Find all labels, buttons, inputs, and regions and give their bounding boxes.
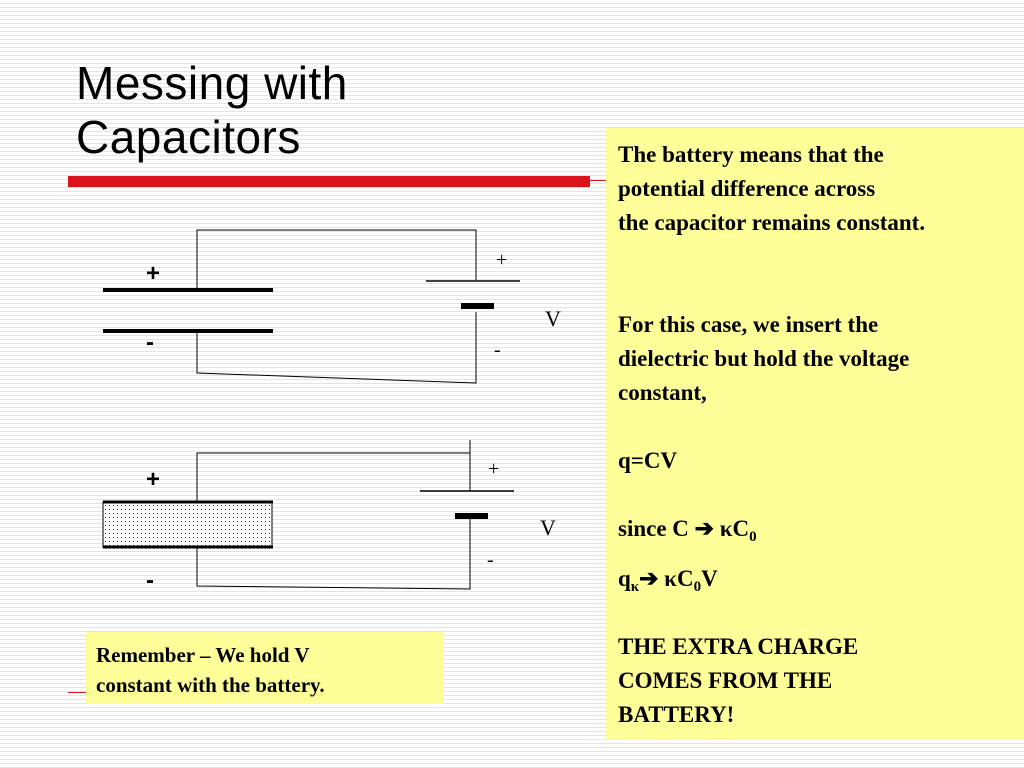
top-circuit-lower-wire bbox=[196, 312, 477, 384]
case-line-2: dielectric but hold the voltage bbox=[618, 346, 910, 371]
arrow-icon: ➔ bbox=[694, 516, 714, 541]
arrow-icon: ➔ bbox=[639, 566, 659, 591]
bottom-circuit-upper-wire bbox=[196, 452, 471, 502]
subscript-zero: 0 bbox=[693, 579, 702, 595]
bottom-capacitor-minus-sign: - bbox=[146, 567, 154, 594]
circuit-diagram: + - + - V + - + - V bbox=[102, 229, 561, 594]
subscript-zero: 0 bbox=[749, 529, 757, 545]
explanation-line-2: potential difference across bbox=[618, 176, 876, 201]
conclusion-line-1: THE EXTRA CHARGE bbox=[618, 634, 859, 659]
formula-charge-change: qκ➔ κC0V bbox=[618, 562, 1012, 596]
slide-title: Messing with Capacitors bbox=[76, 56, 348, 164]
title-accent-line bbox=[590, 180, 610, 181]
top-battery-minus-sign: - bbox=[494, 339, 501, 361]
title-line-1: Messing with bbox=[76, 57, 348, 109]
kappa-symbol: κ bbox=[664, 566, 677, 591]
title-line-2: Capacitors bbox=[76, 111, 301, 163]
capacitance-symbol: C bbox=[732, 516, 750, 541]
bottom-circuit-lower-wire bbox=[196, 516, 471, 590]
explanation-line-1: The battery means that the bbox=[618, 142, 884, 167]
top-capacitor-plus-sign: + bbox=[146, 260, 160, 287]
kappa-symbol: κ bbox=[719, 516, 733, 541]
bottom-battery-plus-sign: + bbox=[488, 458, 499, 480]
reminder-line-2: constant with the battery. bbox=[96, 673, 325, 697]
bottom-voltage-label: V bbox=[540, 515, 556, 540]
bottom-capacitor-plus-sign: + bbox=[146, 466, 160, 493]
top-circuit-upper-wire bbox=[196, 229, 477, 280]
conclusion-line-2: COMES FROM THE bbox=[618, 668, 833, 693]
bottom-battery-minus-sign: - bbox=[487, 549, 494, 571]
top-capacitor-minus-sign: - bbox=[146, 329, 154, 356]
conclusion-line-3: BATTERY! bbox=[618, 702, 735, 727]
subscript-kappa: κ bbox=[630, 579, 640, 595]
dielectric-slab bbox=[102, 501, 273, 548]
bottom-accent-line bbox=[68, 692, 86, 693]
formula-q-equals-cv: q=CV bbox=[618, 448, 678, 473]
explanation-box: The battery means that the potential dif… bbox=[606, 128, 1024, 740]
explanation-line-3: the capacitor remains constant. bbox=[618, 210, 926, 235]
top-voltage-label: V bbox=[545, 306, 561, 331]
voltage-symbol: V bbox=[701, 566, 718, 591]
case-line-1: For this case, we insert the bbox=[618, 312, 879, 337]
case-line-3: constant, bbox=[618, 380, 707, 405]
reminder-line-1: Remember – We hold V bbox=[96, 643, 310, 667]
formula-capacitance-change: since C ➔ κC0 bbox=[618, 512, 1012, 546]
top-circuit: + - + - V bbox=[103, 229, 561, 384]
formula-prefix: since C bbox=[618, 516, 689, 541]
reminder-box: Remember – We hold V constant with the b… bbox=[86, 632, 444, 704]
top-battery-plus-sign: + bbox=[496, 249, 507, 271]
capacitance-symbol: C bbox=[676, 566, 694, 591]
charge-symbol: q bbox=[618, 566, 631, 591]
title-accent-bar bbox=[68, 176, 590, 187]
bottom-circuit: + - + - V bbox=[102, 440, 556, 594]
